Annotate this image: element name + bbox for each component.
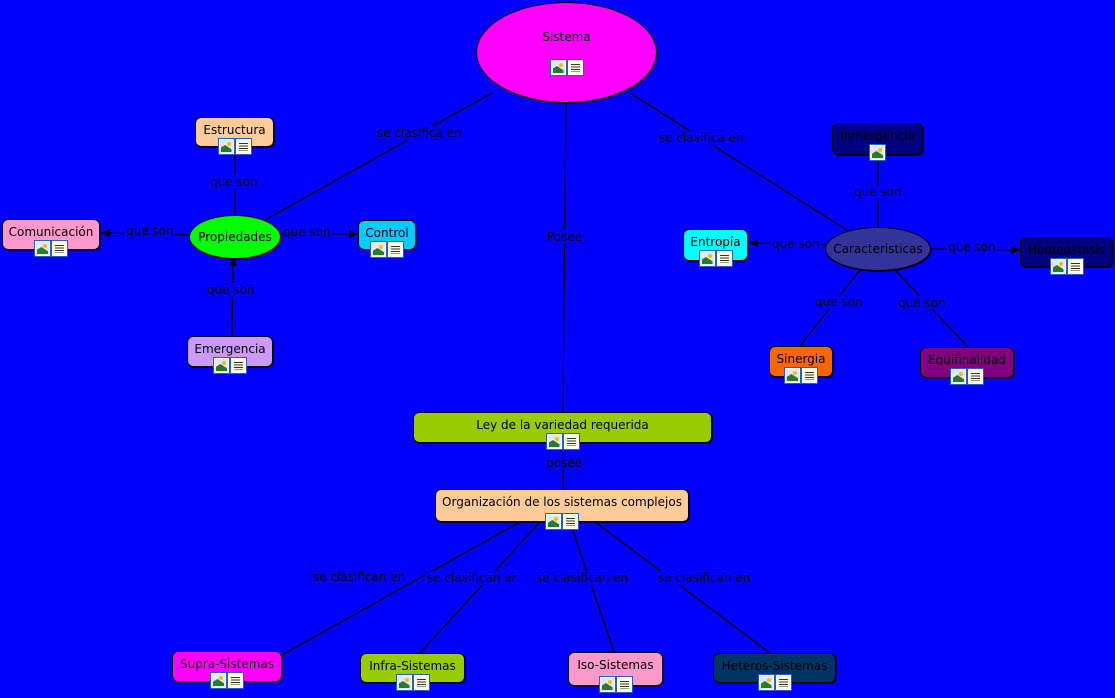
- image-icon[interactable]: [950, 368, 967, 385]
- image-icon[interactable]: [1049, 258, 1067, 275]
- node-label: Emergencia: [194, 342, 266, 356]
- node-ley-variedad[interactable]: Ley de la variedad requerida: [413, 412, 712, 450]
- node-inmergencia[interactable]: Inmergencia: [832, 123, 923, 161]
- node-homeostasis[interactable]: Homeostasis: [1020, 237, 1113, 275]
- node-estructura[interactable]: Estructura: [195, 117, 274, 155]
- node-label: Iso-Sistemas: [577, 658, 654, 672]
- link-label: que son: [125, 224, 175, 238]
- node-iso-sistemas[interactable]: Iso-Sistemas: [568, 652, 663, 693]
- link-label: que son: [282, 225, 332, 239]
- link-label: que son: [209, 175, 259, 189]
- image-icon[interactable]: [869, 144, 886, 161]
- node-label: Equifinalidad: [928, 353, 1006, 367]
- image-icon[interactable]: [545, 513, 562, 530]
- document-icon[interactable]: [967, 368, 984, 385]
- image-icon[interactable]: [34, 240, 51, 257]
- image-icon[interactable]: [395, 674, 413, 691]
- node-entropia[interactable]: Entropía: [683, 229, 748, 267]
- node-sinergia[interactable]: Sinergia: [769, 346, 833, 384]
- document-icon[interactable]: [801, 367, 818, 384]
- link-label: se clasifican en: [312, 570, 407, 584]
- link-label: se clasifica en: [376, 126, 463, 140]
- node-caracteristicas[interactable]: Caracteristicas: [825, 227, 931, 271]
- image-icon[interactable]: [370, 241, 387, 258]
- document-icon[interactable]: [1066, 258, 1084, 275]
- node-label: Homeostasis: [1028, 243, 1105, 257]
- node-label: Sinergia: [776, 352, 826, 366]
- node-label: Propiedades: [198, 230, 272, 244]
- link-label: que son: [771, 237, 821, 251]
- document-icon[interactable]: [227, 672, 244, 689]
- document-icon[interactable]: [562, 433, 580, 450]
- document-icon[interactable]: [387, 241, 404, 258]
- link-label: que son: [947, 240, 997, 254]
- link-label: se clasifican en: [426, 571, 521, 585]
- node-heteros-sistemas[interactable]: Heteros-Sistemas: [713, 653, 836, 691]
- image-icon[interactable]: [598, 676, 616, 693]
- image-icon[interactable]: [545, 433, 563, 450]
- node-label: Caracteristicas: [833, 242, 923, 256]
- document-icon[interactable]: [715, 250, 733, 267]
- document-icon[interactable]: [51, 240, 68, 257]
- node-label: Inmergencia: [840, 129, 915, 143]
- node-propiedades[interactable]: Propiedades: [189, 215, 281, 259]
- document-icon[interactable]: [566, 59, 584, 76]
- image-icon[interactable]: [784, 367, 801, 384]
- node-infra-sistemas[interactable]: Infra-Sistemas: [360, 653, 465, 691]
- node-supra-sistemas[interactable]: Supra-Sistemas: [172, 651, 282, 689]
- link-label: que son: [897, 296, 947, 310]
- node-label: Ley de la variedad requerida: [476, 418, 649, 432]
- link-label: se clasifican en: [535, 571, 630, 585]
- node-label: Entropía: [690, 235, 741, 249]
- node-sistema[interactable]: Sistema: [476, 2, 657, 103]
- document-icon[interactable]: [562, 513, 579, 530]
- image-icon[interactable]: [217, 138, 235, 155]
- document-icon[interactable]: [774, 674, 792, 691]
- node-emergencia[interactable]: Emergencia: [187, 336, 273, 374]
- link-label: que son: [814, 295, 864, 309]
- link-label: que son: [853, 185, 903, 199]
- node-comunicacion[interactable]: Comunicación: [2, 219, 100, 257]
- image-icon[interactable]: [757, 674, 775, 691]
- node-organizacion[interactable]: Organización de los sistemas complejos: [435, 489, 689, 530]
- document-icon[interactable]: [615, 676, 633, 693]
- document-icon[interactable]: [234, 138, 252, 155]
- document-icon[interactable]: [230, 357, 247, 374]
- node-label: Estructura: [203, 123, 266, 137]
- node-label: Control: [365, 226, 409, 240]
- link-label: se clasifica en: [658, 131, 745, 145]
- node-label: Comunicación: [8, 225, 94, 239]
- image-icon[interactable]: [549, 59, 567, 76]
- node-label: Heteros-Sistemas: [721, 659, 828, 673]
- node-label: Sistema: [542, 30, 591, 44]
- node-equifinalidad[interactable]: Equifinalidad: [920, 347, 1014, 385]
- image-icon[interactable]: [698, 250, 716, 267]
- image-icon[interactable]: [213, 357, 230, 374]
- document-icon[interactable]: [412, 674, 430, 691]
- node-label: Organización de los sistemas complejos: [442, 495, 682, 509]
- node-control[interactable]: Control: [358, 220, 416, 258]
- link-label: se clasifican en: [657, 571, 752, 585]
- link-label: posee: [545, 456, 583, 470]
- node-label: Supra-Sistemas: [179, 657, 275, 671]
- link-label: Posee: [546, 230, 584, 244]
- image-icon[interactable]: [210, 672, 227, 689]
- link-label: que son: [206, 283, 256, 297]
- node-label: Infra-Sistemas: [369, 659, 456, 673]
